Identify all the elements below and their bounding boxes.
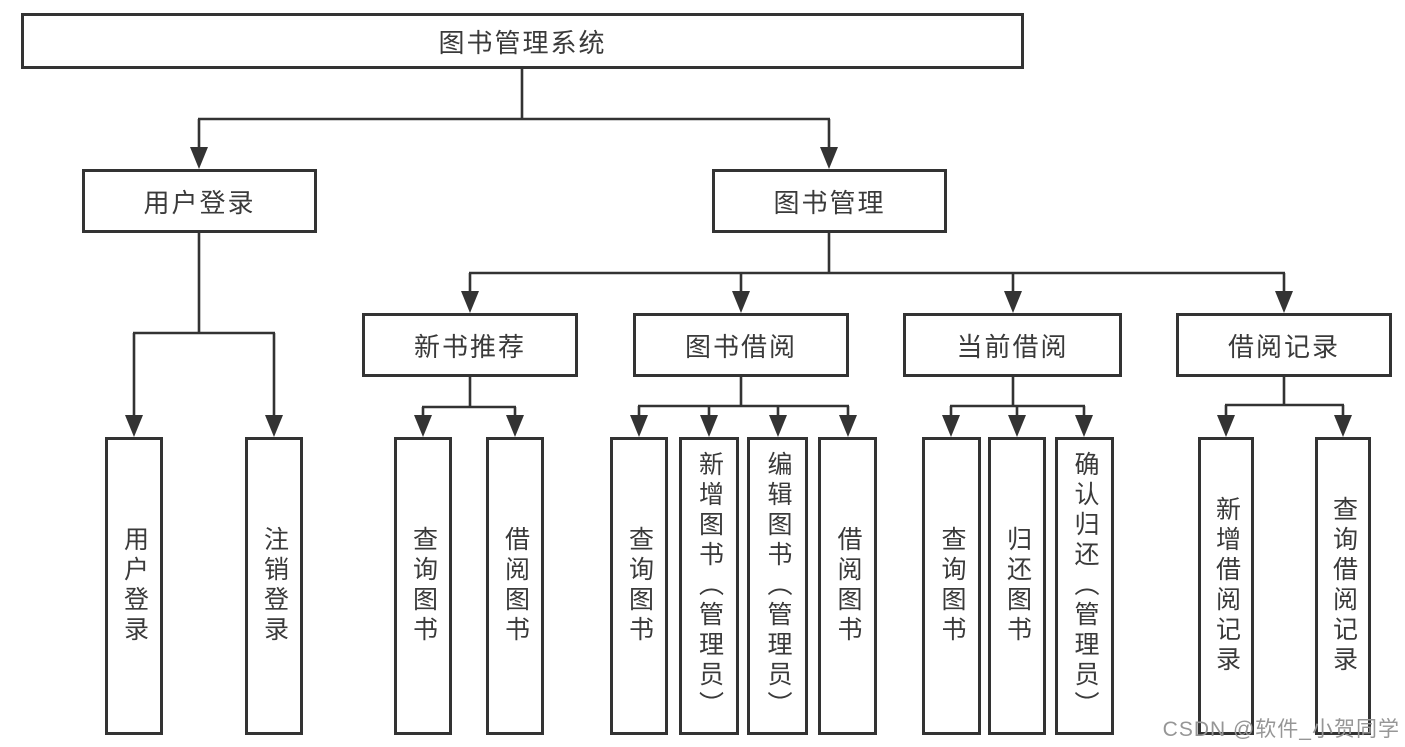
leaf-borrow-books: 借阅图书: [818, 437, 877, 735]
node-label: 图书借阅: [684, 331, 797, 362]
node-label: 编辑图书（管理员）: [764, 451, 792, 721]
node-label: 图书管理系统: [438, 27, 607, 58]
leaf-confirm-return-admin: 确认归还（管理员）: [1055, 437, 1114, 735]
node-label: 查询借阅记录: [1329, 496, 1358, 676]
leaf-user-login: 用户登录: [105, 437, 163, 735]
node-label: 查询图书: [625, 526, 654, 646]
node-label: 借阅记录: [1227, 331, 1340, 362]
leaf-query-books-borrow: 查询图书: [610, 437, 668, 735]
leaf-add-borrow-record: 新增借阅记录: [1198, 437, 1254, 735]
node-new-book-recommend: 新书推荐: [362, 313, 578, 377]
node-label: 新书推荐: [413, 331, 526, 362]
node-label: 图书管理: [773, 187, 886, 218]
node-label: 注销登录: [260, 526, 289, 646]
node-label: 用户登录: [120, 526, 149, 646]
leaf-logout: 注销登录: [245, 437, 303, 735]
node-book-borrowing: 图书借阅: [633, 313, 849, 377]
leaf-query-borrow-record: 查询借阅记录: [1315, 437, 1371, 735]
node-label: 借阅图书: [834, 526, 862, 646]
node-label: 借阅图书: [501, 526, 530, 646]
node-borrow-records: 借阅记录: [1176, 313, 1392, 377]
leaf-query-books-recommend: 查询图书: [394, 437, 452, 735]
node-label: 用户登录: [143, 187, 256, 218]
node-current-borrowing: 当前借阅: [903, 313, 1122, 377]
node-library-management-system: 图书管理系统: [21, 13, 1024, 69]
leaf-edit-books-admin: 编辑图书（管理员）: [747, 437, 808, 735]
node-label: 新增借阅记录: [1212, 496, 1241, 676]
node-label: 查询图书: [409, 526, 438, 646]
node-label: 新增图书（管理员）: [695, 451, 724, 721]
node-book-management: 图书管理: [712, 169, 947, 233]
csdn-watermark: CSDN @软件_小贺同学: [1162, 718, 1400, 741]
node-label: 确认归还（管理员）: [1071, 451, 1099, 721]
node-label: 归还图书: [1003, 526, 1032, 646]
leaf-query-books-current: 查询图书: [922, 437, 981, 735]
node-user-login: 用户登录: [82, 169, 317, 233]
leaf-borrow-books-recommend: 借阅图书: [486, 437, 544, 735]
node-label: 查询图书: [938, 526, 966, 646]
leaf-add-books-admin: 新增图书（管理员）: [679, 437, 739, 735]
leaf-return-books: 归还图书: [988, 437, 1046, 735]
node-label: 当前借阅: [956, 331, 1069, 362]
